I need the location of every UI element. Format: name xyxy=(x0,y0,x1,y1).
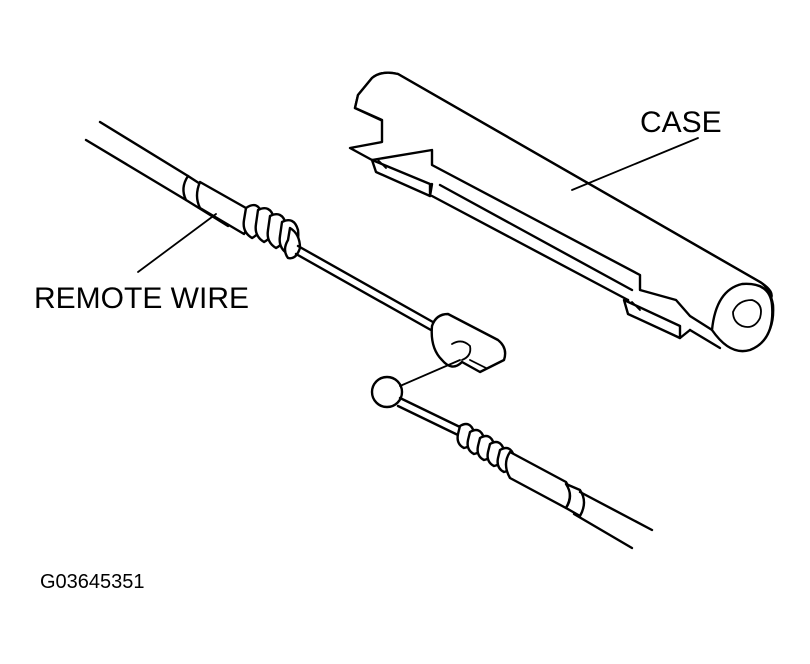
pointer-line xyxy=(399,359,461,387)
lower-cable-part xyxy=(370,359,654,550)
case-part xyxy=(348,71,775,353)
ball-end xyxy=(370,375,404,409)
remote-wire-label: REMOTE WIRE xyxy=(34,282,249,315)
remote-wire-leader-line xyxy=(137,213,217,273)
case-leader-line xyxy=(571,137,699,191)
case-label: CASE xyxy=(640,106,722,139)
remote-wire-part xyxy=(84,120,507,374)
figure-code-label: G03645351 xyxy=(40,571,145,593)
